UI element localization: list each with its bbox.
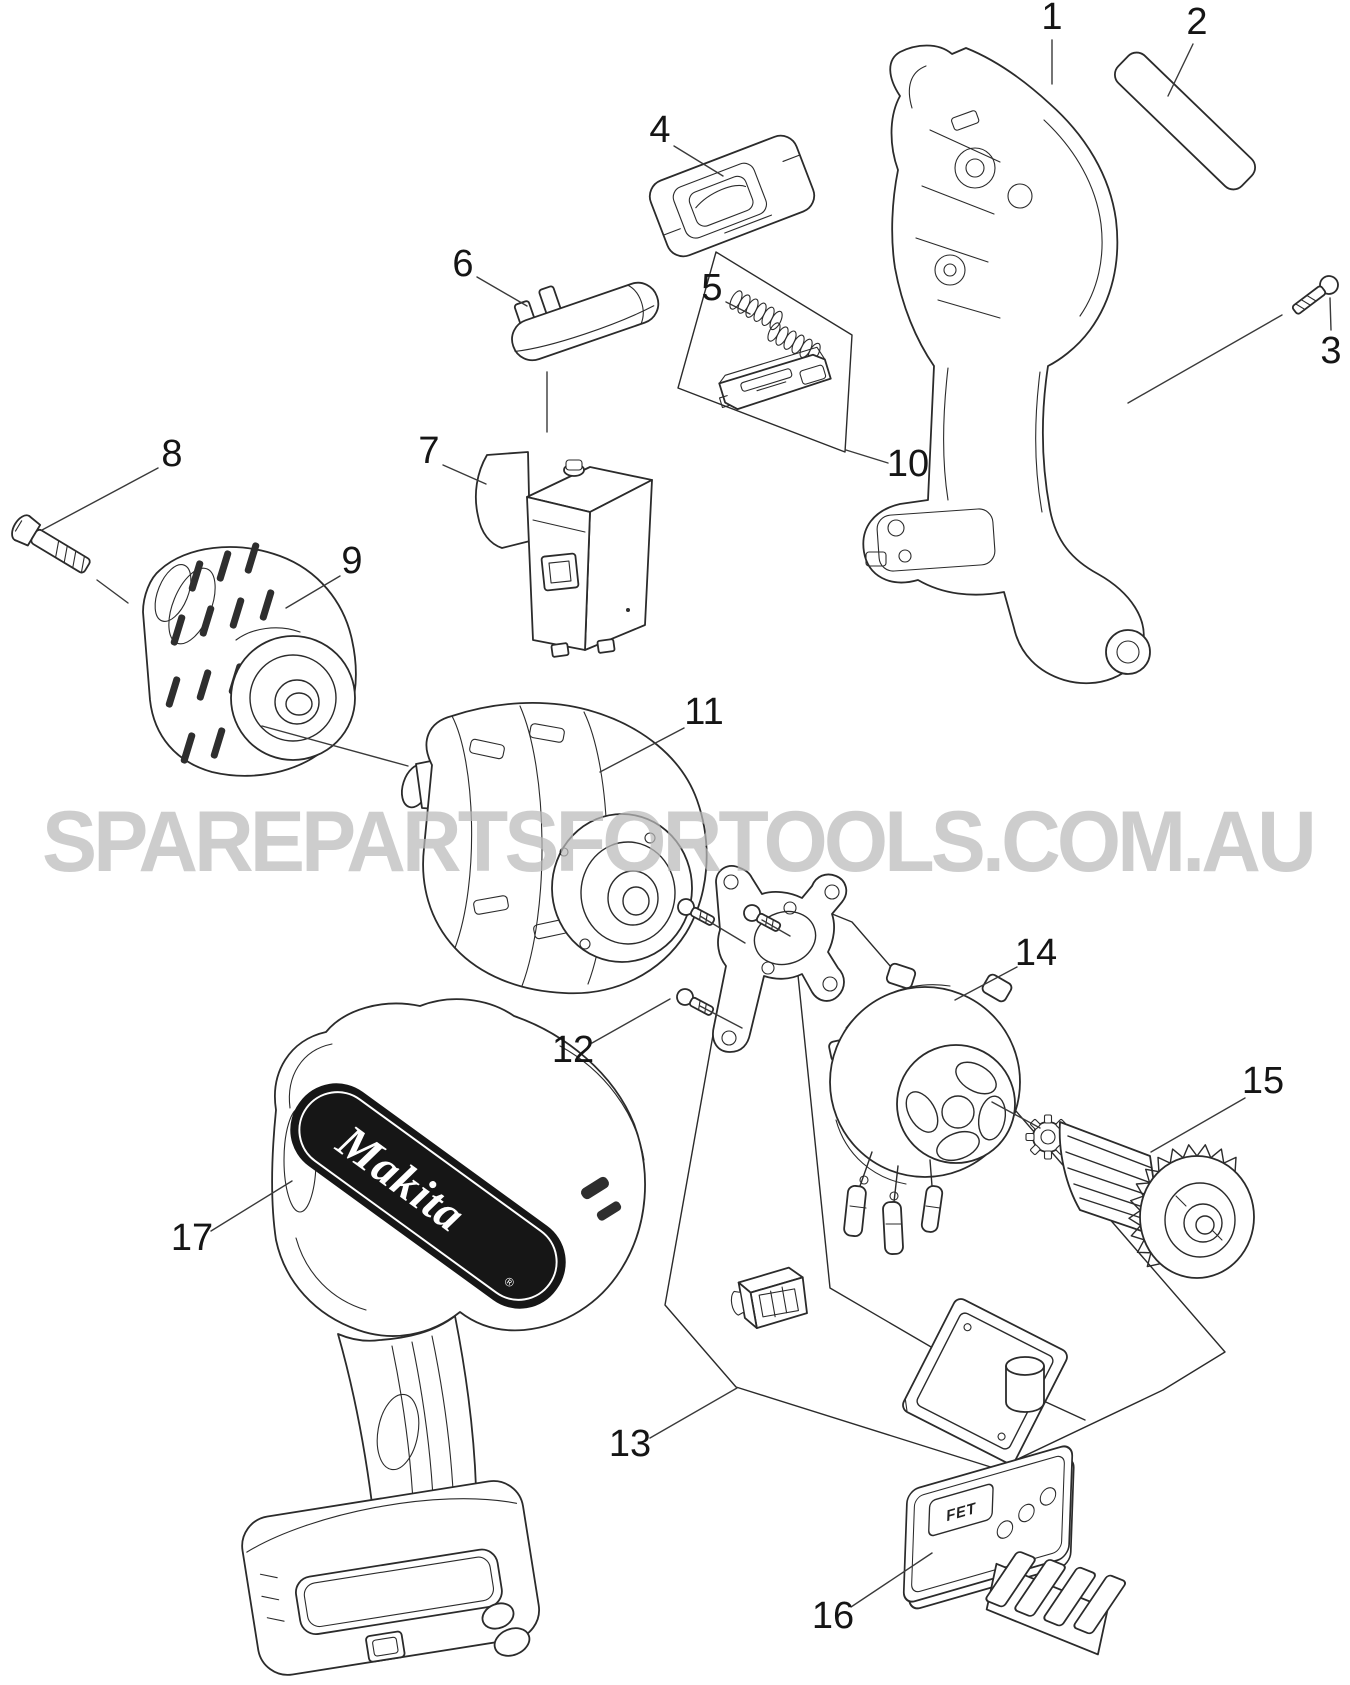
slide-latch: [718, 346, 832, 411]
callout-leader-6: [476, 276, 528, 307]
callout-16: 16: [812, 1595, 854, 1637]
coil-spring: [729, 290, 783, 331]
flange-plate: [712, 865, 848, 1053]
screw: [677, 898, 716, 926]
callout-6: 6: [452, 243, 473, 285]
callout-15: 15: [1242, 1060, 1284, 1102]
callout-4: 4: [649, 109, 670, 151]
stator-lead-wires: [843, 1151, 944, 1255]
callout-leader-10: [845, 449, 889, 464]
part-9-drill-chuck: [142, 542, 357, 777]
assembly-line: [261, 725, 409, 767]
part-5-spring-set: [718, 290, 832, 411]
pinion-tooth: [1043, 1114, 1053, 1124]
part-8-screw: [11, 514, 91, 574]
spring-coil: [769, 310, 783, 331]
callout-3: 3: [1320, 330, 1341, 372]
assembly-line: [1127, 314, 1283, 404]
knurl-slot: [188, 560, 204, 592]
callout-10: 10: [887, 443, 929, 485]
callout-leader-4: [673, 145, 724, 177]
callout-13: 13: [609, 1423, 651, 1465]
knurl-slot: [216, 550, 232, 582]
knurl-slot: [210, 727, 226, 759]
callout-2: 2: [1186, 1, 1207, 43]
capacitor: [1005, 1356, 1045, 1413]
knurl-slot: [165, 676, 181, 708]
assembly-line: [699, 1005, 743, 1029]
part-2-name-plate: [1114, 51, 1256, 191]
callout-leader-2: [1167, 43, 1194, 97]
knurl-slot: [180, 732, 196, 764]
part-13-connector: [730, 1266, 808, 1329]
callout-leader-12: [591, 998, 671, 1044]
callout-leader-16: [850, 1552, 933, 1608]
callout-leader-11: [599, 727, 685, 773]
part-7-switch: [474, 451, 653, 658]
rotor-fan-disc: [1128, 1144, 1255, 1279]
part-12-screw-set: [676, 865, 848, 1053]
chuck-knurl-slots: [165, 542, 275, 764]
part-10-kit-box-outline: [677, 251, 853, 453]
callout-leader-15: [1150, 1097, 1246, 1153]
callout-14: 14: [1015, 932, 1057, 974]
screw: [676, 988, 715, 1016]
spring-coil: [753, 302, 767, 322]
callout-leader-17: [210, 1180, 293, 1232]
knurl-slot: [259, 589, 275, 621]
knurl-slot: [244, 542, 260, 574]
callout-leader-5: [725, 301, 751, 315]
callout-12: 12: [552, 1029, 594, 1071]
assembly-line: [761, 919, 791, 937]
knurl-slot: [229, 597, 245, 629]
callout-17: 17: [171, 1217, 213, 1259]
coil-spring: [767, 322, 821, 363]
pinion-tooth: [1043, 1150, 1053, 1160]
knurl-slot: [196, 669, 212, 701]
assembly-line: [96, 579, 129, 604]
callout-9: 9: [341, 540, 362, 582]
callout-leader-9: [285, 575, 341, 609]
part-6-fr-change-lever: [511, 281, 660, 362]
callout-1: 1: [1041, 0, 1062, 38]
callout-7: 7: [418, 430, 439, 472]
spring-coil: [745, 298, 759, 318]
terminal-prongs: [985, 1551, 1127, 1656]
fet-label-plate: FET: [928, 1483, 994, 1537]
spring-coil: [791, 334, 805, 354]
foot-nub: [481, 1602, 531, 1657]
callout-11: 11: [684, 691, 723, 733]
callout-leader-13: [649, 1387, 738, 1439]
screw: [743, 904, 782, 932]
battery-foot: [241, 1480, 540, 1676]
knurl-slot: [170, 614, 186, 646]
assembly-lines: [96, 314, 1283, 1129]
part-16-terminal-block: FET: [902, 1445, 1127, 1656]
callout-leader-7: [442, 464, 487, 485]
pinion-tooth: [1025, 1132, 1035, 1142]
part-11-gear-assembly: [400, 701, 708, 995]
part-17-housing-half: Makita ®: [241, 998, 646, 1676]
part-1-housing-half: [862, 44, 1151, 685]
part-4-switch-cover: [648, 134, 816, 258]
callout-5: 5: [701, 267, 722, 309]
part-14-stator: [828, 962, 1021, 1255]
part-15-rotor: [1025, 1114, 1255, 1279]
knurl-slot: [199, 605, 215, 637]
callout-leader-8: [41, 467, 159, 531]
callout-leader-14: [954, 966, 1018, 1001]
assembly-line: [699, 915, 746, 944]
callout-8: 8: [161, 433, 182, 475]
part-13-controller-tray: [902, 1298, 1068, 1464]
callout-leader-3: [1329, 297, 1332, 331]
assembly-line: [991, 1101, 1041, 1129]
pinion-tooth: [1030, 1144, 1041, 1155]
part-3-screw: [1291, 275, 1339, 315]
spring-coil: [783, 330, 797, 350]
